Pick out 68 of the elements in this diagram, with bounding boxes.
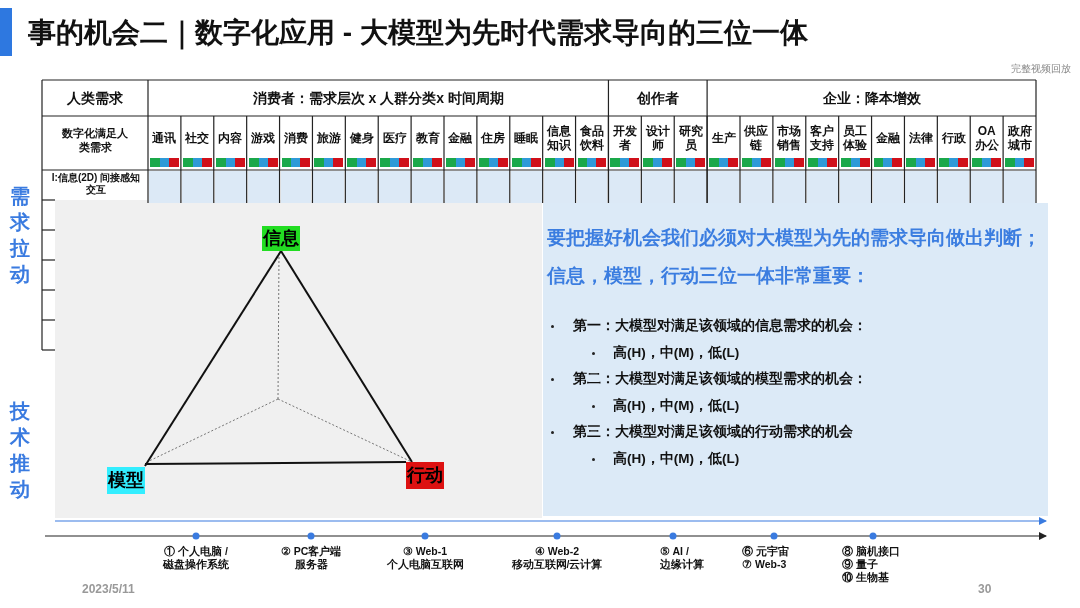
vertex-label: 模型 [107, 467, 145, 494]
timeline-label: 服务器 [293, 558, 329, 571]
column-header: 政府城市 [1006, 123, 1033, 154]
timeline-label: 边缘计算 [660, 558, 704, 571]
vertex-label: 行动 [406, 462, 444, 489]
row-header: 数字化满足人类需求 [62, 126, 128, 154]
bullet-text: 高(H)，中(M)，低(L) [613, 396, 740, 415]
column-header: 通讯 [151, 130, 178, 147]
timeline-label: 磁盘操作系统 [162, 558, 230, 571]
vertical-label: 需求拉动 [9, 184, 31, 287]
column-header: 消费 [283, 130, 309, 147]
bullet-text: 第二：大模型对满足该领域的模型需求的机会： [573, 370, 867, 388]
column-header: 生产 [710, 130, 737, 147]
column-header: 行政 [940, 130, 967, 147]
triangle-side [280, 250, 413, 463]
table-header: 企业：降本增效 [821, 89, 922, 108]
column-header: 设计师 [644, 123, 671, 154]
column-header: 金融 [875, 130, 901, 147]
vertex-label: 信息 [262, 226, 300, 251]
column-header: 健身 [348, 130, 375, 147]
timeline-label: 移动互联网/云计算 [510, 558, 604, 571]
column-header: OA 办公 [973, 123, 1000, 154]
timeline-label: ③ Web-1 [401, 545, 449, 558]
column-header: 游戏 [250, 130, 277, 147]
table-header: 消费者：需求层次 x 人群分类x 时间周期 [251, 89, 505, 108]
panel-heading: 要把握好机会我们必须对大模型为先的需求导向做出判断；信息，模型，行动三位一体非常重要： [547, 226, 1042, 288]
column-header: 供应链 [743, 123, 770, 154]
timeline-label: ① 个人电脑 / [163, 545, 229, 558]
bullet-text: 高(H)，中(M)，低(L) [613, 449, 740, 468]
column-header: 旅游 [315, 130, 342, 147]
timeline-label: ⑥ 元宇宙 [742, 545, 789, 558]
column-header: 开发者 [611, 123, 638, 154]
vertical-label: 技术推动 [9, 399, 31, 502]
column-header: 医疗 [381, 130, 408, 147]
timeline-label: ⑩ 生物基 [842, 571, 889, 584]
column-header: 食品饮料 [579, 123, 605, 154]
column-header: 社交 [184, 130, 211, 147]
text-panel [543, 203, 1048, 516]
video-caption: 完整视频回放 [1010, 62, 1072, 76]
column-header: 研究员 [677, 123, 704, 154]
column-header: 信息知识 [545, 123, 573, 154]
date: 2023/5/11 [82, 582, 135, 596]
bullet-text: 第一：大模型对满足该领域的信息需求的机会： [573, 317, 867, 335]
column-header: 金融 [447, 130, 474, 147]
timeline-label: ⑦ Web-3 [742, 558, 787, 571]
timeline-label: ⑨ 量子 [842, 558, 878, 571]
triangle-side [144, 461, 407, 465]
timeline-label: ⑧ 脑机接口 [842, 545, 900, 558]
timeline-label: ④ Web-2 [533, 545, 581, 558]
table-header: 创作者 [635, 89, 680, 108]
column-header: 教育 [414, 130, 441, 147]
column-header: 法律 [907, 130, 934, 147]
row-header: I:信息(2D) 间接感知交互 [50, 172, 142, 196]
column-header: 客户支持 [809, 123, 836, 154]
triangle-side [144, 250, 282, 467]
timeline-label: ② PC客户端 [279, 545, 343, 558]
bullet-text: 高(H)，中(M)，低(L) [613, 343, 740, 362]
bullet-text: 第三：大模型对满足该领域的行动需求的机会 [573, 423, 853, 441]
timeline-label: 个人电脑互联网 [385, 558, 465, 571]
column-header: 市场销售 [776, 123, 803, 154]
page-number: 30 [978, 582, 992, 596]
title: 事的机会二｜数字化应用 - 大模型为先时代需求导向的三位一体 [28, 16, 808, 52]
column-header: 睡眠 [513, 130, 540, 147]
table-header: 人类需求 [66, 89, 124, 108]
column-header: 住房 [479, 130, 507, 147]
timeline-label: ⑤ AI / [660, 545, 689, 558]
column-header: 内容 [217, 130, 244, 147]
column-header: 员工体验 [842, 123, 869, 154]
